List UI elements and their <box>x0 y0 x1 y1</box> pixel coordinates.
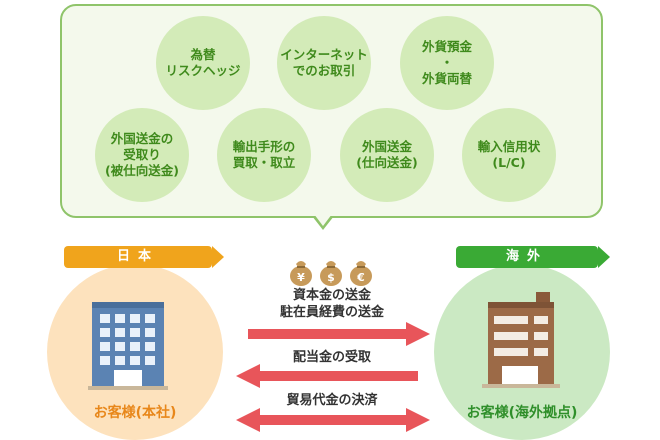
overseas-building-icon <box>482 292 560 388</box>
dollar-symbol: $ <box>327 271 335 284</box>
service-fx-hedge: 為替 リスクヘッジ <box>156 16 250 110</box>
service-foreign-currency-deposit: 外貨預金 ・ 外貨両替 <box>400 16 494 110</box>
service-import-lc: 輸入信用状 (L/C) <box>462 108 556 202</box>
arrow-left-dividend <box>236 364 418 388</box>
customer-overseas-label: お客様(海外拠点) <box>466 405 578 421</box>
euro-bag-icon: € <box>350 261 372 286</box>
customer-headquarters-label: お客様(本社) <box>93 405 177 421</box>
yen-symbol: ¥ <box>297 271 305 284</box>
service-inbound-remittance: 外国送金の 受取り (被仕向送金) <box>95 108 189 202</box>
arrow-right-capital <box>248 322 430 346</box>
flow-capital-remittance-label: 資本金の送金 駐在員経費の送金 <box>279 288 384 320</box>
euro-symbol: € <box>356 271 365 284</box>
flow-dividend-label: 配当金の受取 <box>292 350 371 365</box>
region-overseas-label: 海外 <box>456 246 610 268</box>
flow-trade-settlement-label: 貿易代金の決済 <box>286 393 378 408</box>
region-japan-label: 日本 <box>64 246 224 268</box>
headquarters-building-icon <box>88 302 168 390</box>
service-export-bills: 輸出手形の 買取・取立 <box>217 108 311 202</box>
bubble-tail-inner <box>314 214 332 226</box>
service-outbound-remittance: 外国送金 (仕向送金) <box>340 108 434 202</box>
yen-bag-icon: ¥ <box>290 261 312 286</box>
dollar-bag-icon: $ <box>320 261 342 286</box>
service-internet-banking: インターネット でのお取引 <box>277 16 371 110</box>
arrow-both-trade <box>236 408 430 432</box>
